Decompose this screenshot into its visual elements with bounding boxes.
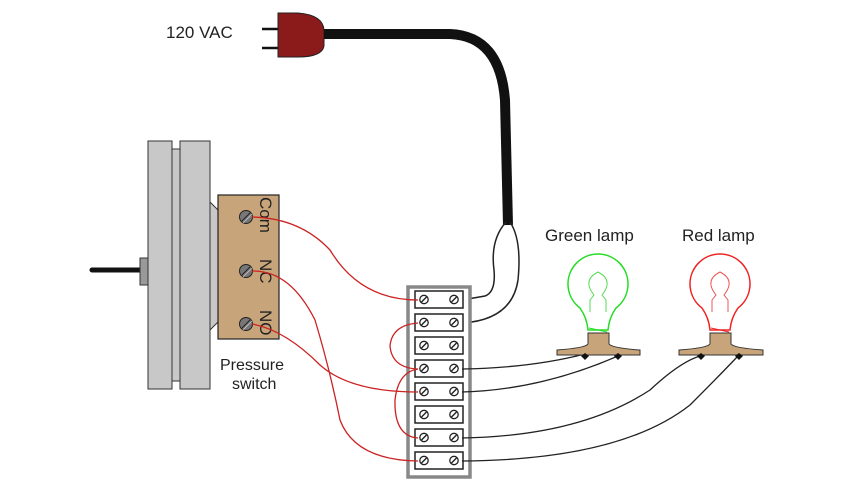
green-lamp <box>556 253 641 360</box>
screw-icon <box>419 432 429 443</box>
cord-wire-1 <box>461 221 507 301</box>
terminal-label-no: NO <box>256 310 275 336</box>
pressure-switch-label-1: Pressure <box>220 357 284 374</box>
green-lamp-filament <box>588 271 608 312</box>
wire-red-lamp-left <box>461 355 701 439</box>
red-lamp <box>678 253 764 360</box>
red-lamp-label: Red lamp <box>682 226 755 245</box>
diaphragm-plate-left <box>147 140 173 390</box>
cord-wire-2 <box>461 221 520 324</box>
wire-green-lamp-right <box>461 355 619 393</box>
plug-body <box>277 12 325 58</box>
red-lamp-socket <box>678 332 764 356</box>
wire-green-lamp-left <box>461 353 586 370</box>
pressure-switch <box>89 140 280 390</box>
terminal-strip-row-8 <box>414 451 464 470</box>
terminal-nc: NC <box>239 259 275 284</box>
power-plug <box>262 12 325 58</box>
screw-icon <box>419 294 429 305</box>
terminal-strip-row-2 <box>414 313 464 332</box>
screw-icon <box>419 340 429 351</box>
screw-icon <box>419 386 429 397</box>
green-lamp-label: Green lamp <box>545 226 634 245</box>
terminal-label-com: Com <box>256 197 275 233</box>
red-lamp-bulb <box>689 253 751 331</box>
terminal-strip-row-7 <box>414 428 464 447</box>
diaphragm-plate-right <box>179 140 211 390</box>
screw-icon <box>419 317 429 328</box>
terminal-block <box>414 336 464 355</box>
terminal-block <box>414 313 464 332</box>
terminal-strip-row-6 <box>414 405 464 424</box>
diaphragm-spacer <box>171 148 181 382</box>
red-lamp-filament <box>710 271 730 312</box>
pressure-switch-label-2: switch <box>232 376 276 393</box>
screw-icon <box>449 455 459 466</box>
screw-icon <box>449 409 459 420</box>
terminal-com: Com <box>239 197 275 233</box>
terminal-strip-row-4 <box>414 359 464 378</box>
switch-mount <box>209 200 219 332</box>
screw-icon <box>449 340 459 351</box>
terminal-strip-row-3 <box>414 336 464 355</box>
terminal-strip-row-5 <box>414 382 464 401</box>
wire-nc <box>251 270 419 462</box>
screw-icon <box>449 386 459 397</box>
wire-com <box>251 216 419 301</box>
screw-icon <box>419 363 429 374</box>
screw-icon <box>419 409 429 420</box>
red-lamp-terminal-right <box>735 353 743 360</box>
green-lamp-terminal-left <box>581 353 589 360</box>
screw-icon <box>449 294 459 305</box>
jumper-row4-row7 <box>394 368 419 439</box>
wire-no <box>251 323 419 393</box>
screw-icon <box>449 317 459 328</box>
terminal-label-nc: NC <box>256 259 275 284</box>
power-cord <box>324 29 513 226</box>
green-lamp-bulb <box>567 253 629 331</box>
wire-red-lamp-right <box>461 355 739 462</box>
red-lamp-terminal-left <box>697 353 705 360</box>
green-lamp-terminal-right <box>614 353 622 360</box>
terminal-strip-row-1 <box>414 290 464 309</box>
screw-icon <box>419 455 429 466</box>
terminal-block <box>414 405 464 424</box>
screw-icon <box>449 363 459 374</box>
green-lamp-socket <box>556 332 641 356</box>
screw-icon <box>449 432 459 443</box>
jumper-row2-row4 <box>389 322 419 370</box>
power-label: 120 VAC <box>166 23 233 42</box>
